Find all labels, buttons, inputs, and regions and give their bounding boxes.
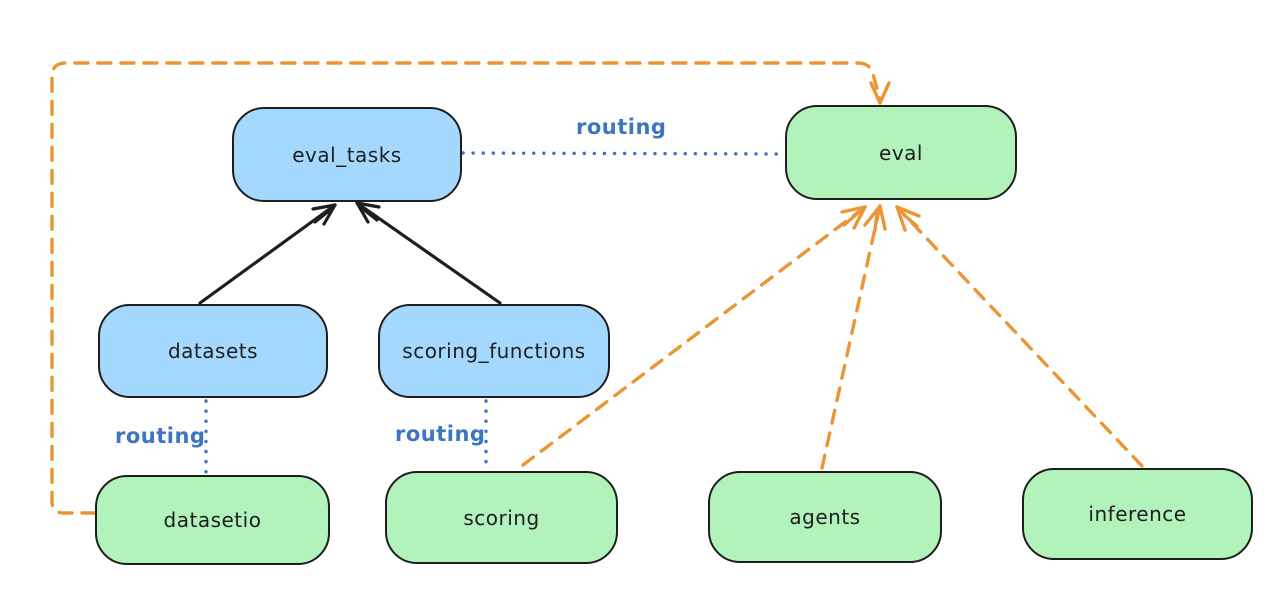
edge-datasets-to-eval-tasks [198, 203, 337, 305]
edge-label-routing-datasets-datasetio: routing [115, 424, 206, 448]
node-agents-label: agents [789, 505, 861, 529]
edge-agents-to-eval [820, 204, 887, 470]
node-eval-tasks-label: eval_tasks [292, 142, 402, 167]
node-scoring-functions: scoring_functions [378, 304, 610, 398]
node-eval-label: eval [879, 140, 923, 165]
node-datasetio: datasetio [95, 475, 330, 565]
node-datasets: datasets [98, 304, 328, 398]
node-eval-tasks: eval_tasks [232, 107, 462, 202]
node-inference: inference [1022, 468, 1253, 560]
node-scoring-functions-label: scoring_functions [402, 339, 586, 363]
node-datasetio-label: datasetio [163, 508, 262, 532]
node-agents: agents [708, 471, 942, 563]
edge-label-routing-eval-tasks-eval: routing [576, 115, 667, 139]
edge-scoring-to-eval [521, 205, 867, 467]
node-scoring-label: scoring [463, 505, 540, 530]
edge-routing-eval-tasks-to-eval [461, 151, 788, 156]
edge-label-routing-scoring-functions-scoring: routing [395, 422, 486, 446]
edge-inference-to-eval [895, 205, 1144, 468]
node-datasets-label: datasets [167, 339, 259, 363]
edge-scoring-functions-to-eval-tasks [355, 201, 502, 305]
edge-datasetio-to-eval [50, 61, 891, 515]
node-scoring: scoring [385, 471, 618, 564]
node-eval: eval [785, 105, 1017, 200]
node-inference-label: inference [1088, 502, 1187, 526]
